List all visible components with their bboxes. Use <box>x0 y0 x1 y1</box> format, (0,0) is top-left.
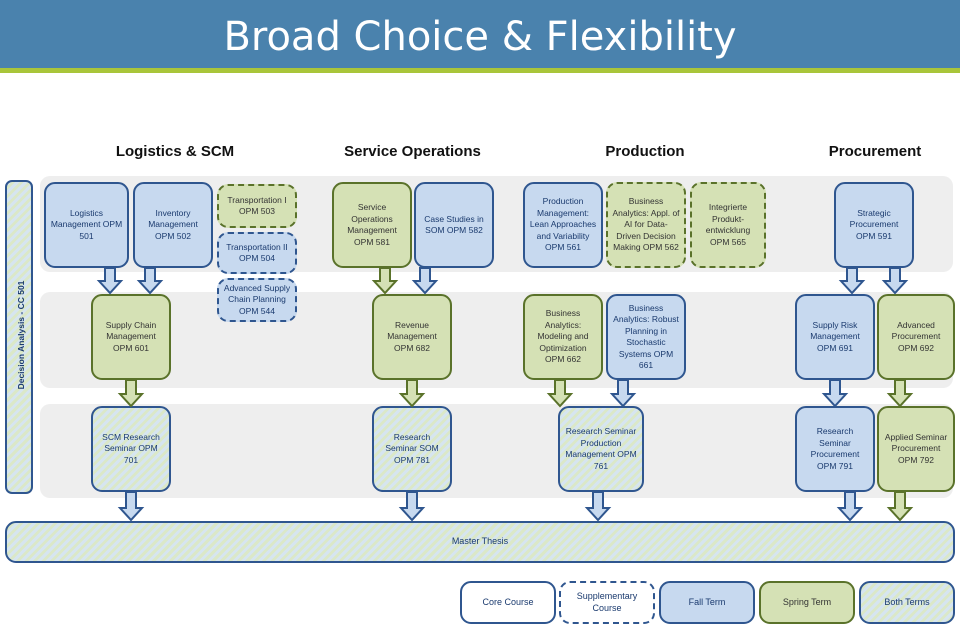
decision-analysis-course: Decision Analysis - CC 501 <box>5 180 33 494</box>
column-header-logistics: Logistics & SCM <box>115 143 235 160</box>
page-title: Broad Choice & Flexibility <box>223 14 737 60</box>
title-bar <box>0 0 960 68</box>
course-opm581: Service Operations Management OPM 581 <box>332 182 412 268</box>
course-opm601: Supply Chain Management OPM 601 <box>91 294 171 380</box>
course-opm781: Research Seminar SOM OPM 781 <box>372 406 452 492</box>
course-opm661: Business Analytics: Robust Planning in S… <box>606 294 686 380</box>
column-header-procurement: Procurement <box>828 143 922 160</box>
course-opm504: Transportation II OPM 504 <box>217 232 297 274</box>
legend-spring-term: Spring Term <box>759 581 855 624</box>
course-opm565: Integrierte Produkt-entwicklung OPM 565 <box>690 182 766 268</box>
course-opm691: Supply Risk Management OPM 691 <box>795 294 875 380</box>
column-header-production: Production <box>605 143 685 160</box>
course-opm792: Applied Seminar Procurement OPM 792 <box>877 406 955 492</box>
course-opm561: Production Management: Lean Approaches a… <box>523 182 603 268</box>
course-opm761: Research Seminar Production Management O… <box>558 406 644 492</box>
column-header-service: Service Operations <box>344 143 481 160</box>
legend-core-course: Core Course <box>460 581 556 624</box>
decision-analysis-label: Decision Analysis - CC 501 <box>16 280 26 390</box>
course-opm582: Case Studies in SOM OPM 582 <box>414 182 494 268</box>
master-thesis: Master Thesis <box>5 521 955 563</box>
legend-fall-term: Fall Term <box>659 581 755 624</box>
course-opm791: Research Seminar Procurement OPM 791 <box>795 406 875 492</box>
course-opm692: Advanced Procurement OPM 692 <box>877 294 955 380</box>
course-opm562: Business Analytics: Appl. of AI for Data… <box>606 182 686 268</box>
title-accent-line <box>0 68 960 73</box>
course-opm503: Transportation I OPM 503 <box>217 184 297 228</box>
course-opm544: Advanced Supply Chain Planning OPM 544 <box>217 278 297 322</box>
legend-supplementary-course: Supplementary Course <box>559 581 655 624</box>
course-opm701: SCM Research Seminar OPM 701 <box>91 406 171 492</box>
course-opm501: Logistics Management OPM 501 <box>44 182 129 268</box>
course-opm682: Revenue Management OPM 682 <box>372 294 452 380</box>
legend-both-terms: Both Terms <box>859 581 955 624</box>
course-opm591: Strategic Procurement OPM 591 <box>834 182 914 268</box>
course-opm662: Business Analytics: Modeling and Optimiz… <box>523 294 603 380</box>
course-opm502: Inventory Management OPM 502 <box>133 182 213 268</box>
